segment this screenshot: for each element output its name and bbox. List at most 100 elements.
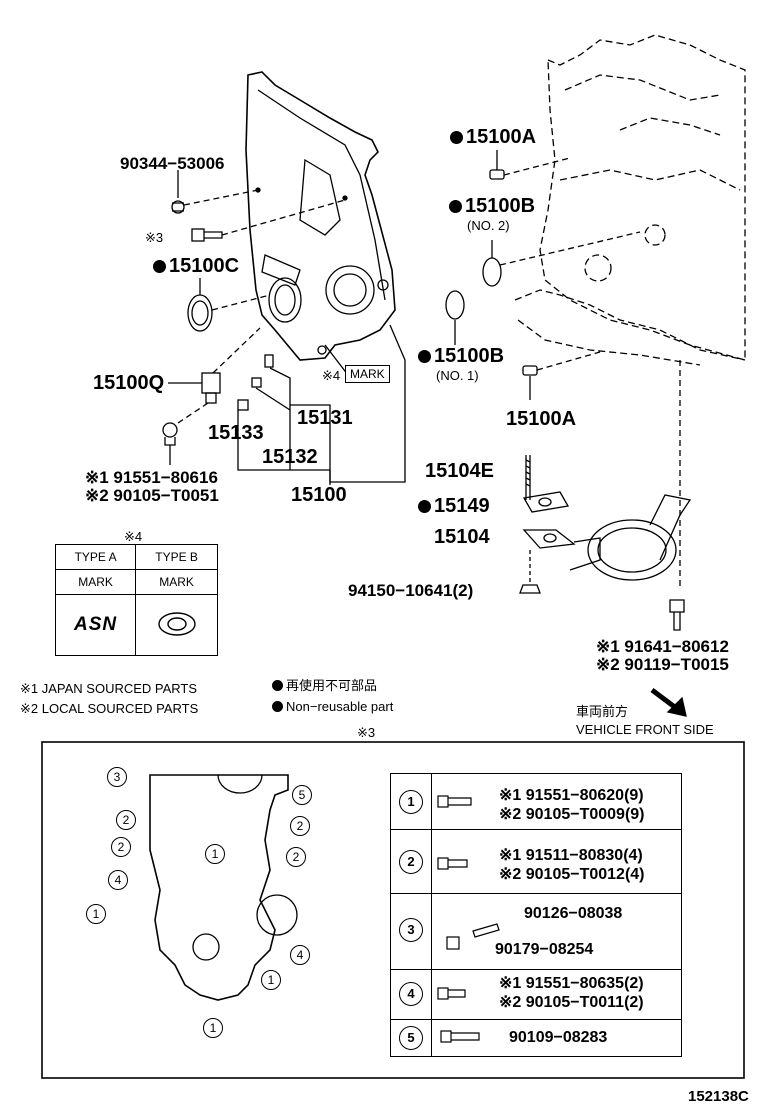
label-15104e: 15104E xyxy=(425,460,494,482)
detail-box-note3 xyxy=(41,741,745,1079)
ref-row-2: 2 ※1 91511−80830(4) ※2 90105−T0012(4) xyxy=(391,829,681,894)
stud-90344 xyxy=(171,170,259,214)
nonreusable-dot-icon xyxy=(418,500,431,513)
label-note3-bolt: ※3 xyxy=(145,230,164,245)
legend-japan: ※1 JAPAN SOURCED PARTS xyxy=(20,681,198,696)
ref-row-5: 5 90109−08283 xyxy=(391,1019,681,1057)
callout-4: 4 xyxy=(108,870,128,890)
type-b-mark: MARK xyxy=(135,569,218,595)
label-15100a-bottom: 15100A xyxy=(506,408,577,430)
oil-seal-15100c xyxy=(187,278,271,332)
type-a-mark: MARK xyxy=(54,569,137,595)
detail-box-title: ※3 xyxy=(357,725,376,740)
nut-icon xyxy=(446,936,460,950)
engine-block-outline xyxy=(539,34,746,361)
legend-front-jp: 車両前方 xyxy=(576,704,629,719)
callout-3: 3 xyxy=(107,767,127,787)
label-nut-94150: 94150−10641(2) xyxy=(348,581,474,600)
label-15132: 15132 xyxy=(262,446,318,468)
label-90344-53006: 90344−53006 xyxy=(120,154,225,173)
bolt-91641 xyxy=(669,599,685,631)
bolt-icon xyxy=(437,857,468,870)
ref-part: 90109−08283 xyxy=(509,1029,608,1046)
callout-2: 2 xyxy=(111,837,131,857)
ref-part-local: ※2 90105−T0012(4) xyxy=(499,866,645,883)
legend-nonreusable-en: Non−reusable part xyxy=(272,700,393,713)
bolt-91551-80616 xyxy=(162,422,178,465)
vehicle-front-arrow xyxy=(650,688,687,717)
bolt-icon xyxy=(437,987,466,1000)
ref-part-japan: ※1 91511−80830(4) xyxy=(499,847,643,864)
oil-pressure-sensor-15100q xyxy=(168,327,261,426)
ref-part-japan: ※1 91551−80620(9) xyxy=(499,787,644,804)
bolt-icons xyxy=(437,795,500,1043)
type-table-title: ※4 xyxy=(124,529,143,544)
mark-callout: MARK xyxy=(345,365,390,383)
o-rings-15100b xyxy=(445,231,641,345)
label-15100c: 15100C xyxy=(153,256,239,276)
stud-icon xyxy=(472,923,500,938)
asn-logo-text: ASN xyxy=(74,614,118,635)
asn-logo: ASN xyxy=(54,594,137,656)
label-no2: (NO. 2) xyxy=(467,218,510,233)
bracket-15100 xyxy=(324,324,406,485)
legend-front-en: VEHICLE FRONT SIDE xyxy=(576,722,714,737)
timing-chain-cover xyxy=(245,71,396,361)
bolt-icon xyxy=(437,795,472,808)
ref-part-local: ※2 90105−T0009(9) xyxy=(499,806,645,823)
ref-part-local: ※2 90105−T0011(2) xyxy=(499,994,644,1011)
callout-5: 5 xyxy=(292,785,312,805)
label-15100b-no1: 15100B xyxy=(418,346,504,366)
oil-pan-edge xyxy=(514,289,746,366)
nonreusable-dot-icon xyxy=(450,131,463,144)
nonreusable-dot-icon xyxy=(272,701,283,712)
oil-strainer-assembly xyxy=(522,360,692,590)
ref-row-1: 1 ※1 91551−80620(9) ※2 90105−T0009(9) xyxy=(391,774,681,829)
label-15133: 15133 xyxy=(208,422,264,444)
small-parts-15131-15133 xyxy=(237,354,331,471)
callout-2: 2 xyxy=(290,816,310,836)
ref-row-4: 4 ※1 91551−80635(2) ※2 90105−T0011(2) xyxy=(391,969,681,1020)
label-15100b-no2: 15100B xyxy=(449,196,535,216)
label-15149: 15149 xyxy=(418,496,490,516)
bolt-note3 xyxy=(191,199,346,242)
bolt-icon xyxy=(440,1030,480,1043)
ref-part-japan: ※1 91551−80635(2) xyxy=(499,975,644,992)
type-a-header: TYPE A xyxy=(54,544,137,570)
legend-local: ※2 LOCAL SOURCED PARTS xyxy=(20,701,199,716)
label-note4: ※4 xyxy=(322,368,341,383)
nonreusable-dot-icon xyxy=(449,200,462,213)
label-15100q: 15100Q xyxy=(93,372,165,394)
ref-row-3: 3 90126−08038 90179−08254 xyxy=(391,893,681,970)
ref-table-divider xyxy=(431,774,432,1056)
label-15131: 15131 xyxy=(297,407,353,429)
ref-num: 2 xyxy=(399,850,423,874)
nonreusable-dot-icon xyxy=(418,350,431,363)
oval-mark-icon xyxy=(157,611,196,636)
label-pan-bolt-japan: ※1 91641−80612 xyxy=(596,637,729,656)
dowel-pins-15100a xyxy=(489,150,601,400)
nonreusable-dot-icon xyxy=(153,260,166,273)
ref-num: 4 xyxy=(399,982,423,1006)
label-15100a-top: 15100A xyxy=(450,127,536,147)
ref-part-stud: 90126−08038 xyxy=(524,905,623,922)
oval-logo xyxy=(135,594,218,656)
callout-1: 1 xyxy=(86,904,106,924)
nut-94150 xyxy=(519,550,541,594)
callout-2: 2 xyxy=(116,810,136,830)
label-15104: 15104 xyxy=(434,526,490,548)
figure-code: 152138C xyxy=(688,1088,749,1105)
callout-1: 1 xyxy=(261,970,281,990)
label-pan-bolt-local: ※2 90119−T0015 xyxy=(596,655,729,674)
bolt-reference-table: 1 ※1 91551−80620(9) ※2 90105−T0009(9) 2 … xyxy=(390,773,682,1057)
ref-num: 5 xyxy=(399,1026,423,1050)
callout-1: 1 xyxy=(203,1018,223,1038)
legend-nonreusable-jp: 再使用不可部品 xyxy=(272,679,377,692)
ref-part-nut: 90179−08254 xyxy=(495,941,594,958)
callout-1: 1 xyxy=(205,844,225,864)
nonreusable-dot-icon xyxy=(272,680,283,691)
callout-2: 2 xyxy=(286,847,306,867)
label-bolt-japan: ※1 91551−80616 xyxy=(85,468,218,487)
label-15100: 15100 xyxy=(291,484,347,506)
